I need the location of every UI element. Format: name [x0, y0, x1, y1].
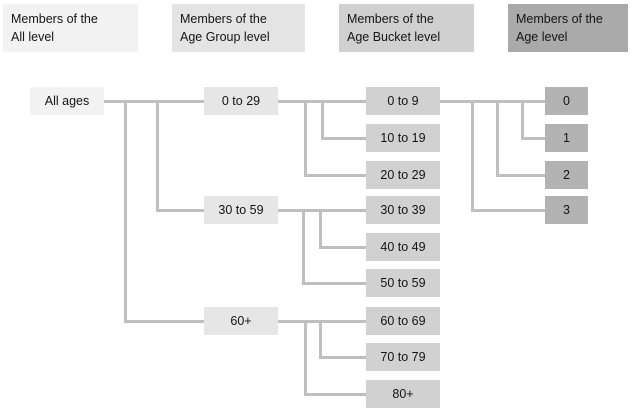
node-all-ages: All ages	[30, 87, 104, 115]
node-10-to-19: 10 to 19	[366, 124, 440, 152]
connector	[321, 137, 366, 140]
node-40-to-49: 40 to 49	[366, 233, 440, 261]
connector	[304, 100, 307, 177]
connector	[521, 100, 524, 140]
connector	[319, 320, 322, 359]
header-all-level: Members of the All level	[3, 4, 138, 52]
connector	[304, 320, 307, 396]
connector	[124, 320, 204, 323]
connector	[278, 209, 366, 212]
connector	[124, 100, 127, 323]
node-50-to-59: 50 to 59	[366, 269, 440, 297]
node-20-to-29: 20 to 29	[366, 161, 440, 189]
connector	[319, 246, 366, 249]
connector	[496, 100, 499, 177]
connector	[278, 320, 366, 323]
connector	[319, 356, 366, 359]
connector	[156, 209, 204, 212]
connector	[156, 100, 159, 212]
connector	[471, 100, 474, 212]
header-age-level: Members of the Age level	[508, 4, 628, 52]
node-age-3: 3	[545, 196, 588, 224]
connector	[471, 209, 545, 212]
node-30-to-59: 30 to 59	[204, 196, 278, 224]
connector	[304, 393, 366, 396]
connector	[521, 137, 545, 140]
header-age-group-level: Members of the Age Group level	[172, 4, 305, 52]
connector	[104, 100, 204, 103]
header-age-bucket-level: Members of the Age Bucket level	[339, 4, 474, 52]
node-age-0: 0	[545, 87, 588, 115]
connector	[321, 100, 324, 140]
connector	[304, 174, 366, 177]
connector	[496, 174, 545, 177]
connector	[440, 100, 545, 103]
node-70-to-79: 70 to 79	[366, 343, 440, 371]
node-80-plus: 80+	[366, 380, 440, 408]
node-0-to-29: 0 to 29	[204, 87, 278, 115]
node-0-to-9: 0 to 9	[366, 87, 440, 115]
node-60-plus: 60+	[204, 307, 278, 335]
node-60-to-69: 60 to 69	[366, 307, 440, 335]
node-age-2: 2	[545, 161, 588, 189]
connector	[302, 209, 305, 285]
connector	[302, 282, 366, 285]
connector	[319, 209, 322, 249]
node-age-1: 1	[545, 124, 588, 152]
node-30-to-39: 30 to 39	[366, 196, 440, 224]
